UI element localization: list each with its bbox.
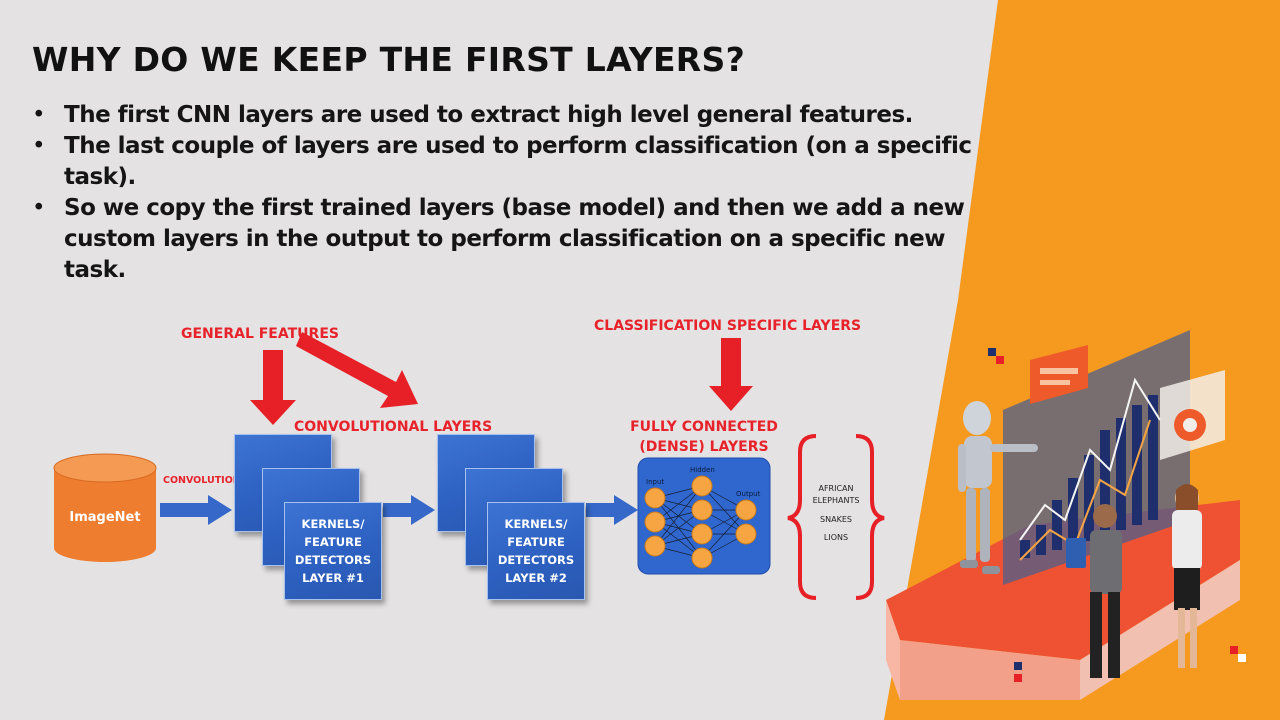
bullet-item: The first CNN layers are used to extract… [30,100,990,131]
output-class-label: ELEPHANTS [812,496,860,505]
bullet-item: So we copy the first trained layers (bas… [30,193,990,286]
feature-layer-2-text: KERNELS/ FEATURE DETECTORS LAYER #2 [497,517,575,585]
blue-right-arrow-icon [586,495,638,525]
left-brace-icon [787,434,817,600]
slide-title: WHY DO WE KEEP THE FIRST LAYERS? [32,40,746,79]
feature-layer-1-card: KERNELS/ FEATURE DETECTORS LAYER #1 [284,502,382,600]
red-down-arrow-icon [250,350,296,425]
output-class-label: SNAKES [820,515,852,524]
bullet-list: The first CNN layers are used to extract… [30,100,990,286]
dashboard-illustration [988,330,1246,682]
nn-output-label: Output [736,490,761,498]
neural-network-icon [637,457,771,575]
feature-layer-1-text: KERNELS/ FEATURE DETECTORS LAYER #1 [294,517,372,585]
nn-hidden-label: Hidden [690,466,715,474]
database-icon [53,453,157,562]
blue-right-arrow-icon [160,495,232,525]
output-class-label: AFRICAN [818,484,854,493]
robot-illustration [958,401,1038,574]
bullet-item: The last couple of layers are used to pe… [30,131,990,193]
man-illustration [1066,504,1122,678]
classification-specific-label: CLASSIFICATION SPECIFIC LAYERS [594,318,862,334]
blue-right-arrow-icon [383,495,435,525]
fully-connected-label: FULLY CONNECTED (DENSE) LAYERS [630,419,778,455]
database-label: ImageNet [69,510,141,525]
convolution-label: CONVOLUTION [163,475,241,486]
nn-input-label: Input [646,478,665,486]
convolutional-layers-label: CONVOLUTIONAL LAYERS [294,419,493,435]
red-down-arrow-icon [709,338,753,411]
red-diagonal-arrow-icon [296,332,418,408]
woman-illustration [1172,484,1202,668]
general-features-label: GENERAL FEATURES [181,326,339,342]
feature-layer-2-card: KERNELS/ FEATURE DETECTORS LAYER #2 [487,502,585,600]
output-class-label: LIONS [823,533,849,542]
right-brace-icon [855,434,885,600]
